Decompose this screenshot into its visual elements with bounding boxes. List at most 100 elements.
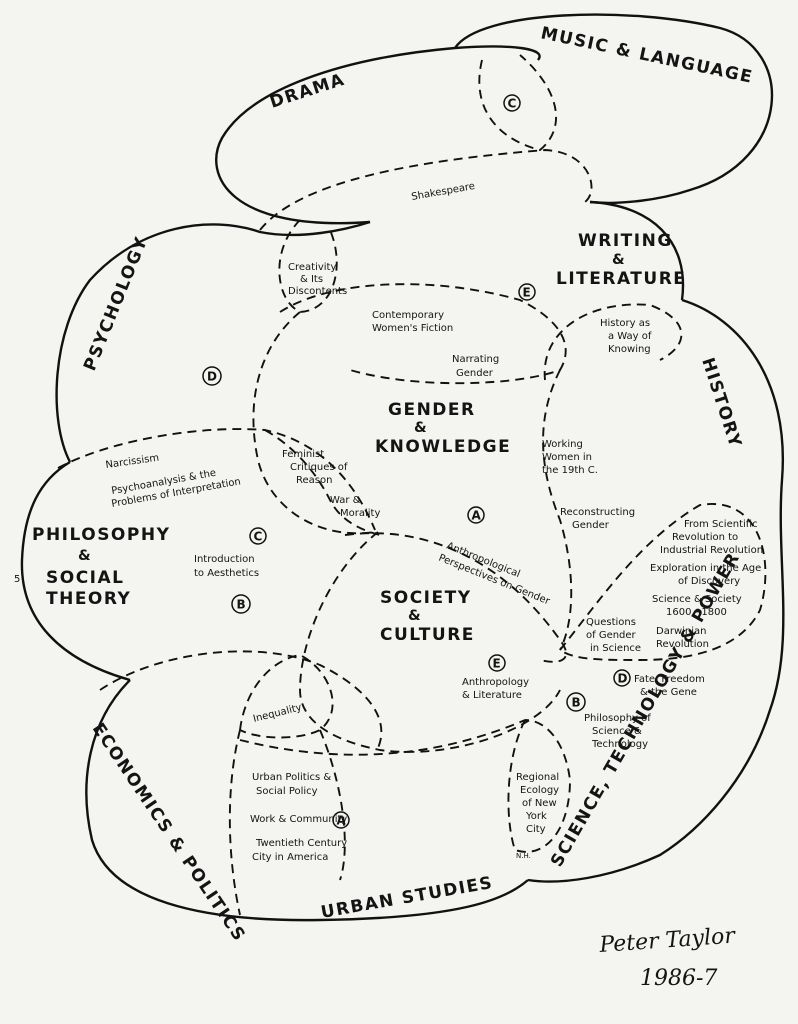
course-history-as-way-of-knowing: History as a Way of Knowing (600, 318, 652, 355)
course-intro-aesthetics: Introduction to Aesthetics (194, 554, 259, 579)
course-exploration: Exploration in the Age of Discovery (650, 563, 761, 587)
region-outline-economics (20, 460, 131, 682)
svg-text:Ecology: Ecology (520, 785, 559, 796)
region-label-culture: CULTURE (380, 625, 475, 645)
svg-text:of Discovery: of Discovery (678, 576, 740, 587)
region-label-writing-amp: & (612, 252, 626, 268)
course-contemporary-womens-fiction: Contemporary Women's Fiction (372, 310, 453, 334)
region-outline-drama (215, 45, 541, 225)
marker-e-writing: E (518, 283, 536, 301)
svg-text:Women in: Women in (542, 452, 592, 463)
region-label-music-language: MUSIC & LANGUAGE (539, 23, 755, 88)
region-outline-writing-literature (589, 200, 685, 301)
svg-text:Revolution to: Revolution to (672, 532, 738, 543)
svg-text:Narrating: Narrating (452, 354, 499, 365)
svg-text:B: B (237, 598, 246, 612)
region-label-gender-amp: & (414, 420, 428, 436)
svg-text:Contemporary: Contemporary (372, 310, 444, 321)
svg-text:& Literature: & Literature (462, 690, 522, 701)
svg-text:of Gender: of Gender (586, 630, 637, 641)
svg-text:History as: History as (600, 318, 650, 329)
svg-text:Philosophy of: Philosophy of (584, 713, 651, 724)
course-scientific-revolution: From Scientific Revolution to Industrial… (660, 519, 763, 556)
svg-text:C: C (254, 530, 263, 544)
svg-text:Industrial Revolution: Industrial Revolution (660, 545, 763, 556)
region-label-philosophy-amp: & (78, 548, 92, 564)
svg-text:City: City (526, 824, 546, 835)
svg-text:Reconstructing: Reconstructing (560, 507, 635, 518)
dash-society-top (344, 532, 567, 663)
svg-text:& Its: & Its (300, 274, 323, 285)
svg-text:Critiques of: Critiques of (290, 462, 348, 473)
dash-feminist (264, 429, 381, 536)
region-label-drama: DRAMA (267, 70, 347, 113)
svg-text:the 19th C.: the 19th C. (542, 465, 598, 476)
annotation-nh: N.H. (516, 852, 531, 860)
svg-text:Revolution: Revolution (656, 639, 709, 650)
course-work-community: Work & Community (250, 814, 347, 825)
course-working-women: Working Women in the 19th C. (542, 439, 598, 476)
svg-text:Social Policy: Social Policy (256, 786, 318, 797)
svg-text:a Way of: a Way of (608, 331, 652, 342)
region-label-history: HISTORY (697, 355, 745, 450)
marker-d-psychology: D (202, 366, 222, 386)
svg-text:Technology: Technology (591, 739, 648, 750)
region-label-literature: LITERATURE (556, 269, 686, 289)
course-inequality: Inequality (252, 702, 303, 725)
course-philosophy-of-science: Philosophy of Science & Technology (584, 713, 651, 750)
course-shakespeare: Shakespeare (411, 181, 476, 203)
dash-science-inner (559, 503, 767, 661)
marker-d-fate: D (613, 669, 631, 687)
dash-philosophy-bottom (99, 650, 383, 749)
marker-a-urban: A (332, 811, 350, 829)
svg-text:& the Gene: & the Gene (640, 687, 697, 698)
svg-text:Introduction: Introduction (194, 554, 255, 565)
annotation-left-mark: 5 (14, 574, 20, 585)
dash-creativity (278, 219, 338, 313)
svg-text:Fate, Freedom: Fate, Freedom (634, 674, 705, 685)
region-label-knowledge: KNOWLEDGE (375, 437, 511, 457)
dash-inequality (239, 654, 334, 739)
course-reconstructing-gender: Reconstructing Gender (560, 507, 635, 531)
dash-society-left (299, 531, 561, 753)
course-anthropology-literature: Anthropology & Literature (462, 677, 529, 701)
course-regional-ecology: Regional Ecology of New York City (516, 772, 559, 835)
course-questions-of-gender-science: Questions of Gender in Science (586, 617, 641, 654)
dash-urban-right (319, 729, 346, 881)
marker-e-anthropology: E (488, 654, 506, 672)
region-label-philosophy: PHILOSOPHY (32, 525, 170, 545)
dash-psych-bottom (57, 428, 376, 531)
svg-text:Gender: Gender (572, 520, 610, 531)
course-war-morality: War & Morality (330, 495, 380, 519)
course-science-society: Science & Society 1600 - 1800 (652, 594, 742, 618)
dash-music-drama (478, 54, 557, 152)
region-outline-music-language (453, 13, 774, 205)
svg-text:D: D (618, 672, 628, 686)
svg-text:War &: War & (330, 495, 361, 506)
course-twentieth-century-city: Twentieth Century City in America (252, 838, 347, 863)
course-urban-politics: Urban Politics & Social Policy (252, 772, 331, 797)
dash-urban-left (228, 729, 241, 916)
svg-text:1600 - 1800: 1600 - 1800 (666, 607, 727, 618)
course-narcissism: Narcissism (105, 453, 160, 471)
dash-gender-right (542, 369, 573, 651)
svg-text:Darwinian: Darwinian (656, 626, 706, 637)
svg-text:Science & Society: Science & Society (652, 594, 742, 605)
svg-text:Reason: Reason (296, 475, 332, 486)
dash-urban-top (239, 719, 526, 756)
svg-text:Twentieth Century: Twentieth Century (255, 838, 347, 849)
region-label-economics-politics: ECONOMICS & POLITICS (88, 720, 250, 946)
svg-text:Urban Politics &: Urban Politics & (252, 772, 331, 783)
svg-text:City in America: City in America (252, 852, 328, 863)
svg-text:York: York (525, 811, 547, 822)
svg-text:Exploration in the Age: Exploration in the Age (650, 563, 761, 574)
svg-text:Gender: Gender (456, 368, 494, 379)
svg-text:of New: of New (522, 798, 557, 809)
marker-a-gender: A (467, 506, 485, 524)
svg-text:in Science: in Science (590, 643, 641, 654)
svg-text:Women's Fiction: Women's Fiction (372, 323, 453, 334)
region-label-writing: WRITING (578, 231, 673, 251)
svg-text:From Scientific: From Scientific (684, 519, 758, 530)
signature-date: 1986-7 (640, 966, 717, 991)
